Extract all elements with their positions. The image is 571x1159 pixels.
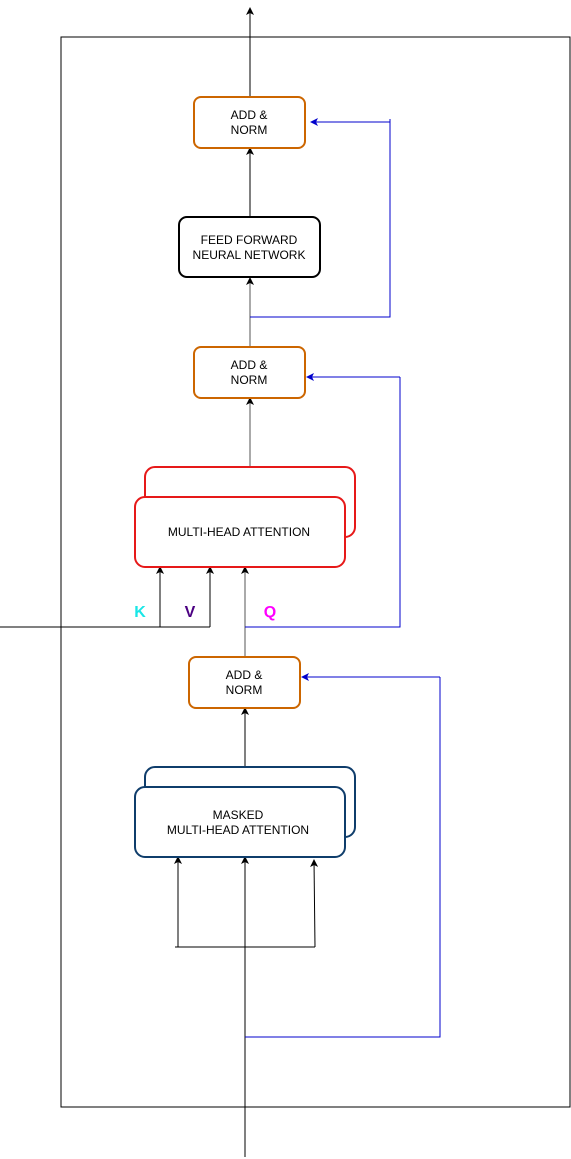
add-norm-bottom-line1: ADD & <box>226 668 263 682</box>
feed-forward-line2: NEURAL NETWORK <box>193 248 306 262</box>
add-norm-top-block: ADD & NORM <box>193 96 306 149</box>
add-norm-middle-block: ADD & NORM <box>193 346 306 399</box>
multi-head-attention-block: MULTI-HEAD ATTENTION <box>134 466 356 568</box>
residual-line-bottom <box>245 677 441 1038</box>
add-norm-bottom-line2: NORM <box>226 683 263 697</box>
v-label: V <box>185 604 196 621</box>
attention-front-layer <box>134 496 346 568</box>
masked-attention-line1: MASKED <box>213 808 264 822</box>
feed-forward-line1: FEED FORWARD <box>201 233 298 247</box>
add-norm-top-line2: NORM <box>231 123 268 137</box>
k-label: K <box>134 604 146 621</box>
q-label: Q <box>264 604 276 621</box>
add-norm-bottom-block: ADD & NORM <box>188 656 301 709</box>
masked-front-layer <box>134 786 346 858</box>
masked-attention-block: MASKED MULTI-HEAD ATTENTION <box>134 766 356 858</box>
add-norm-middle-line2: NORM <box>231 373 268 387</box>
feed-forward-block: FEED FORWARD NEURAL NETWORK <box>178 216 321 278</box>
multi-head-attention-label: MULTI-HEAD ATTENTION <box>168 525 310 539</box>
residual-line-top <box>250 119 391 318</box>
masked-attention-line2: MULTI-HEAD ATTENTION <box>167 823 309 837</box>
decoder-container <box>60 36 571 1108</box>
add-norm-middle-line1: ADD & <box>231 358 268 372</box>
residual-line-middle <box>245 377 401 628</box>
add-norm-top-line1: ADD & <box>231 108 268 122</box>
masked-right-input-arrow <box>310 859 319 948</box>
